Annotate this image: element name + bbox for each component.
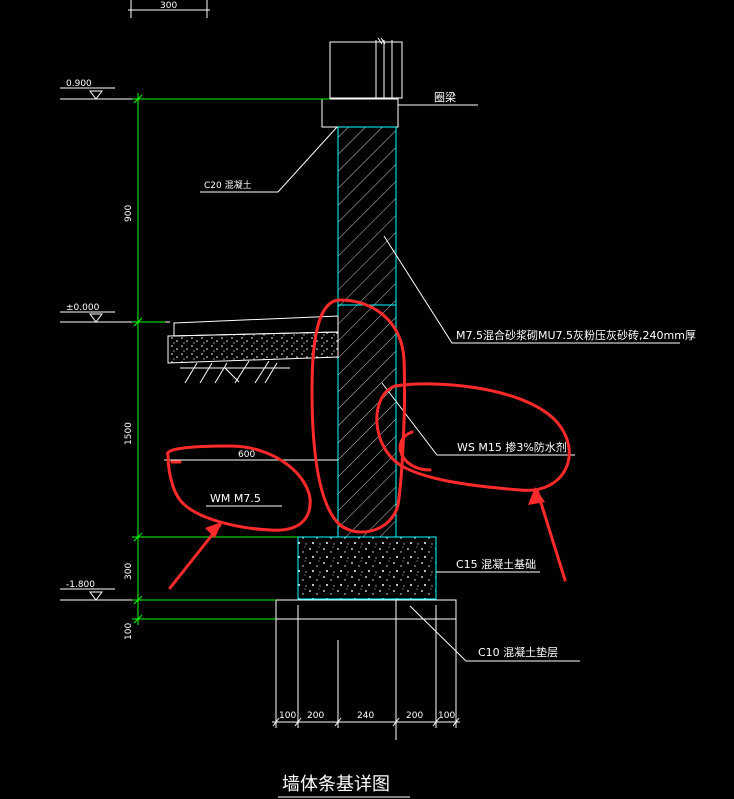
elevation-top: 0.900 xyxy=(60,79,330,100)
ws-label: WS M15 掺3%防水剂 xyxy=(457,440,567,454)
elevation-bottom: -1.800 xyxy=(60,580,276,601)
c15-label: C15 混凝土基础 xyxy=(456,557,536,571)
wm-dim-label: 600 xyxy=(238,450,255,460)
elevation-zero: ±0.000 xyxy=(60,303,170,323)
elev-bottom-label: -1.800 xyxy=(66,580,95,590)
red-markup xyxy=(166,298,571,590)
top-dim-label: 300 xyxy=(160,1,177,11)
upper-wall xyxy=(329,37,403,99)
c10-leader xyxy=(409,605,580,662)
ground-floor-slab xyxy=(167,315,339,384)
top-dimension: 300 xyxy=(128,0,210,18)
hdim-2: 200 xyxy=(307,711,324,721)
elev-top-label: 0.900 xyxy=(66,79,92,89)
hdim-3: 240 xyxy=(357,711,374,721)
concrete-foundation xyxy=(297,536,437,600)
cap-label: 圈梁 xyxy=(434,90,456,104)
wall-spec-leader xyxy=(383,235,680,344)
horizontal-dimensions xyxy=(272,600,460,740)
vdim-3: 300 xyxy=(124,563,134,580)
wall-spec-label: M7.5混合砂浆砌MU7.5灰粉压灰砂砖,240mm厚 xyxy=(456,328,696,342)
blinding-layer xyxy=(275,599,457,620)
c20-label: C20 混凝土 xyxy=(204,179,252,191)
vdim-4: 100 xyxy=(124,623,134,640)
hdim-5: 100 xyxy=(438,711,455,721)
c20-leader xyxy=(200,126,338,193)
hdim-1: 100 xyxy=(279,711,296,721)
hdim-4: 200 xyxy=(406,711,423,721)
drawing-title: 墙体条基详图 xyxy=(282,774,390,795)
elev-zero-label: ±0.000 xyxy=(66,303,100,313)
ws-leader xyxy=(381,382,575,456)
c10-label: C10 混凝土垫层 xyxy=(478,645,558,659)
vdim-2: 1500 xyxy=(124,422,134,445)
red-arrowheads xyxy=(205,487,545,538)
cap-beam xyxy=(321,98,399,128)
wm-label: WM M7.5 xyxy=(210,492,261,505)
vdim-1: 900 xyxy=(124,205,134,222)
brick-wall xyxy=(337,126,397,538)
